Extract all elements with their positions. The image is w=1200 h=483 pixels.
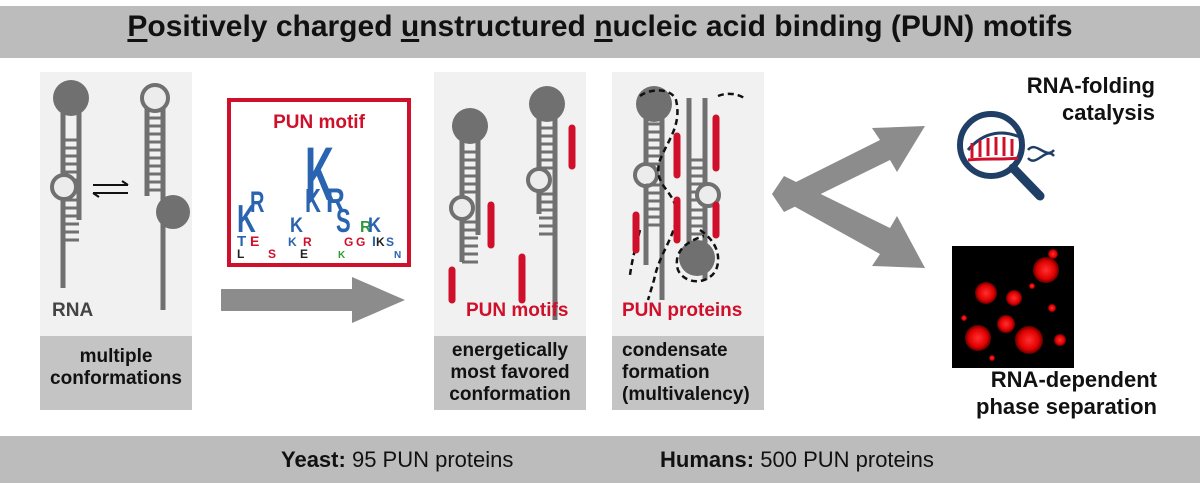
condensate-network bbox=[628, 86, 745, 301]
branching-arrows-icon bbox=[772, 126, 925, 268]
logo-letter: K bbox=[376, 235, 385, 249]
pun-motif-box bbox=[227, 98, 411, 267]
logo-letter: L bbox=[237, 247, 244, 261]
page-title: Positively charged unstructured nucleic … bbox=[127, 10, 1073, 43]
logo-letter-main: K bbox=[305, 131, 334, 216]
rna-conformation-a bbox=[50, 80, 89, 288]
logo-letter: S bbox=[386, 235, 394, 249]
pun-proteins-label: PUN proteins bbox=[622, 300, 743, 321]
logo-letter: E bbox=[250, 233, 259, 249]
rna-caption: multiple conformations bbox=[40, 336, 192, 410]
pun-motifs-caption: energetically most favored conformation bbox=[434, 336, 586, 410]
pun-proteins-caption: condensate formation (multivalency) bbox=[612, 336, 764, 410]
rna-folding-catalysis-label: RNA-folding catalysis bbox=[1026, 73, 1155, 125]
logo-letter: G bbox=[344, 235, 353, 249]
human-stat: Humans: 500 PUN proteins bbox=[660, 447, 934, 472]
footer-banner bbox=[0, 436, 1200, 483]
phase-separation-image bbox=[952, 246, 1074, 368]
logo-letter: R bbox=[303, 235, 312, 249]
logo-letter: G bbox=[356, 235, 365, 249]
logo-letter: I bbox=[372, 233, 376, 249]
rna-label: RNA bbox=[52, 300, 94, 321]
logo-letter: K bbox=[290, 214, 304, 238]
logo-letter: K bbox=[338, 250, 346, 261]
logo-letter: N bbox=[394, 250, 401, 261]
phase-separation-label: RNA-dependent phase separation bbox=[976, 367, 1157, 419]
logo-letter: R bbox=[250, 186, 264, 219]
logo-letter: E bbox=[300, 247, 308, 261]
logo-letter: S bbox=[268, 247, 276, 261]
logo-letter: S bbox=[336, 203, 351, 239]
logo-letter: R bbox=[360, 219, 372, 236]
rna-conformation-b bbox=[140, 83, 190, 310]
logo-letter: K bbox=[368, 214, 382, 238]
pun-motifs-label: PUN motifs bbox=[466, 300, 569, 321]
logo-letter: K bbox=[237, 198, 256, 242]
magnifier-dna-icon bbox=[957, 111, 1055, 201]
yeast-stat: Yeast: 95 PUN proteins bbox=[281, 447, 514, 472]
logo-letter: T bbox=[237, 233, 246, 250]
right-arrow-icon bbox=[221, 277, 405, 323]
droplets-image bbox=[961, 249, 1066, 361]
rna-with-pun-motifs bbox=[448, 86, 576, 320]
equilibrium-arrows-icon bbox=[92, 180, 129, 198]
logo-letter: R bbox=[326, 183, 345, 220]
title-banner bbox=[0, 6, 1200, 58]
logo-letter: K bbox=[288, 235, 297, 249]
pun-motif-title: PUN motif bbox=[273, 112, 365, 133]
logo-letter: K bbox=[305, 183, 321, 219]
